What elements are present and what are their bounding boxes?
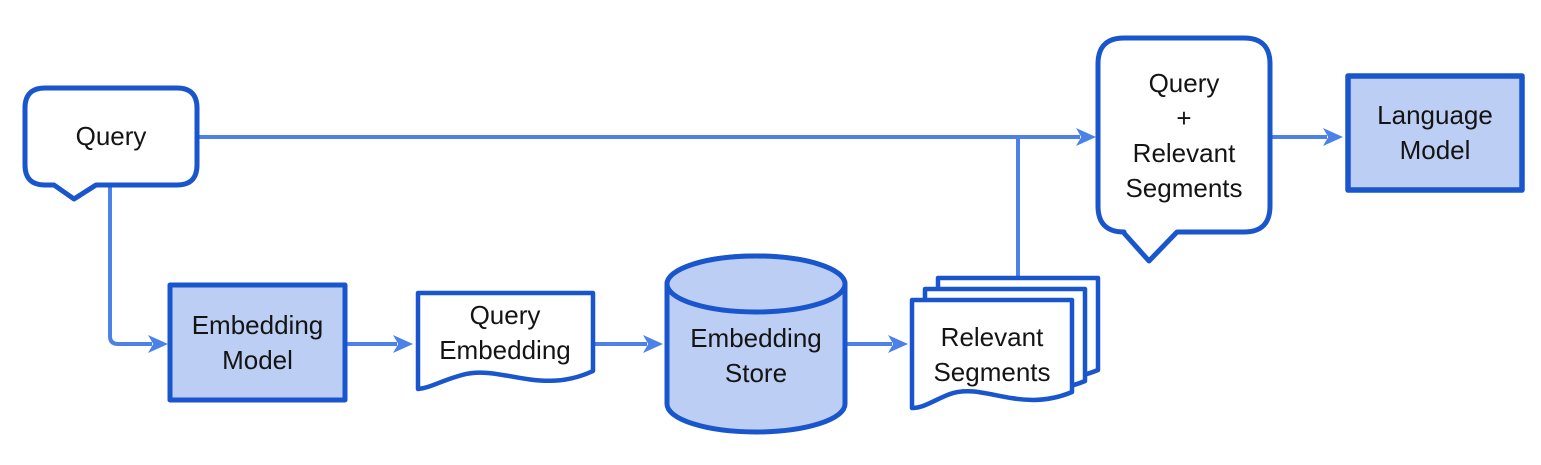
connector-query-to-embedding-model	[108, 186, 168, 353]
embedding-model-node-shape	[167, 282, 348, 403]
relevant-segments-node-shape	[909, 275, 1101, 411]
query-plus-segments-node-shape	[1095, 35, 1273, 264]
cylinder-top-rim	[664, 253, 848, 315]
language-model-node-shape	[1345, 73, 1525, 193]
embedding-store-node-shape	[664, 253, 848, 435]
document-sheet-front	[909, 297, 1075, 411]
query-embedding-node-shape	[415, 290, 596, 392]
query-node-shape	[22, 85, 200, 202]
